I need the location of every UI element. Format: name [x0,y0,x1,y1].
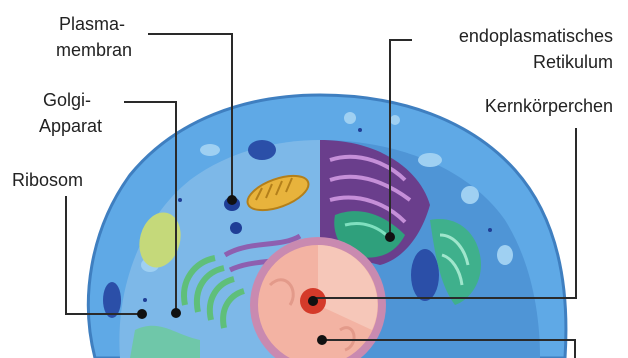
lysosome [248,140,276,160]
ribosome [358,128,362,132]
vesicle [344,112,356,124]
pointer-dot [385,232,395,242]
vacuole-dark [411,249,439,301]
pointer-dot [317,335,327,345]
label-golgi-line1: Golgi- [43,90,91,110]
vacuole-dark [103,282,121,318]
ribosome [488,228,492,232]
label-plasmamembran-line2: membran [56,40,132,60]
label-er-line2: Retikulum [533,52,613,72]
pointer-dot [227,195,237,205]
label-golgi-line2: Apparat [39,116,102,136]
vesicle [497,245,513,265]
label-plasmamembran-line1: Plasma- [59,14,125,34]
label-kernkoerperchen: Kernkörperchen [485,96,613,116]
label-er-line1: endoplasmatisches [459,26,613,46]
pointer-dot [308,296,318,306]
pointer-dot [171,308,181,318]
vesicle [418,153,442,167]
ribosome [143,298,147,302]
label-ribosom: Ribosom [12,170,83,190]
vesicle [390,115,400,125]
ribosome [178,198,182,202]
pointer-dot [137,309,147,319]
lysosome [230,222,242,234]
vesicle [461,186,479,204]
vesicle [200,144,220,156]
